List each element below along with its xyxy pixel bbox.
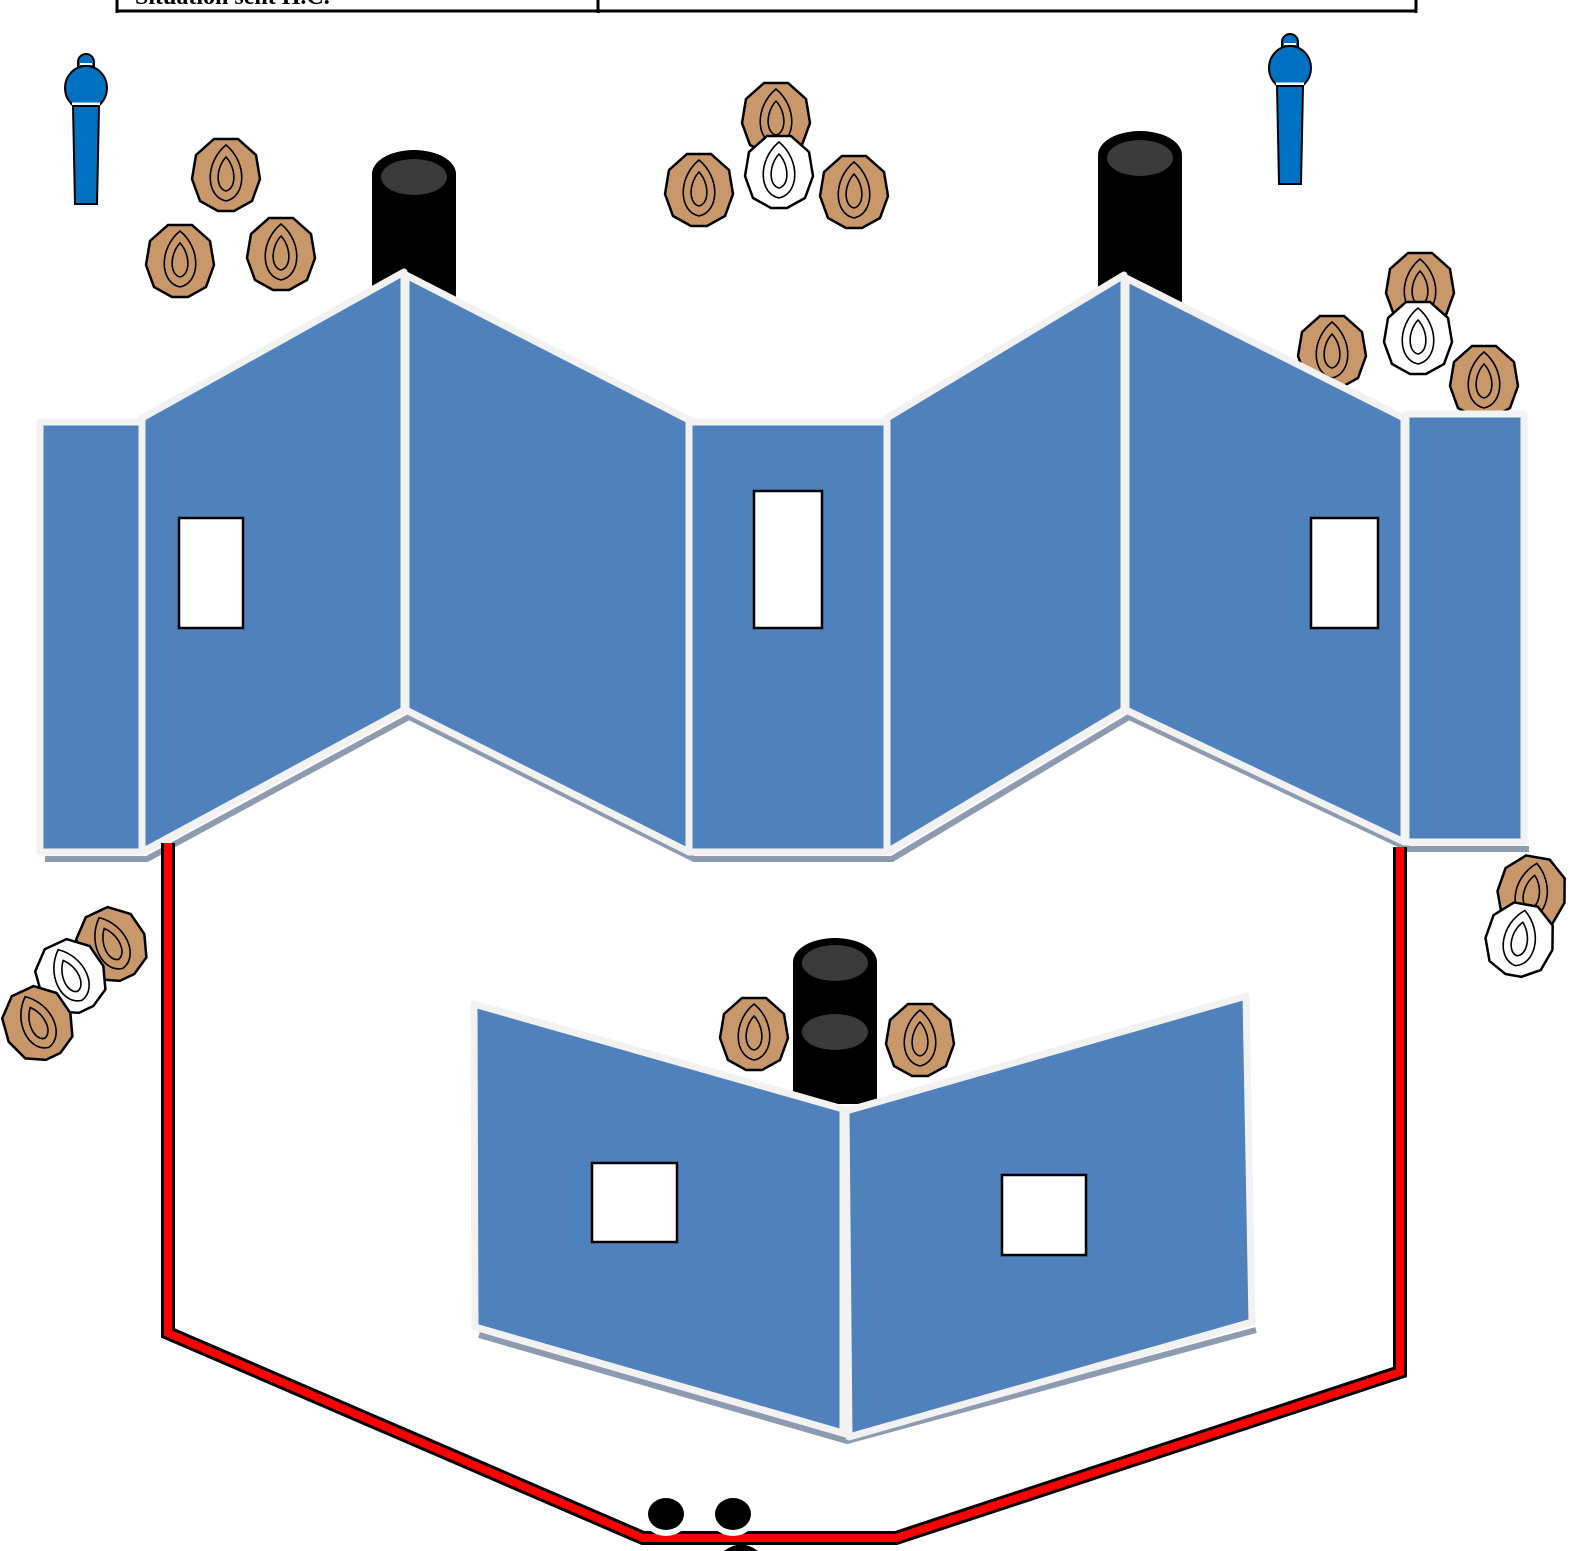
wall-panel-icon: [1402, 410, 1528, 846]
wall-panel-icon: [685, 418, 891, 856]
shoot-through-window-icon: [177, 516, 245, 630]
paper-target-icon: [245, 216, 317, 292]
paper-target-icon: [884, 1002, 956, 1078]
shoot-through-window-icon: [1309, 516, 1380, 630]
barrel-icon: [793, 938, 877, 1104]
paper-target-icon: [663, 152, 735, 228]
paper-target-icon: [1448, 344, 1520, 420]
no-shoot-target-icon: [1382, 300, 1454, 376]
wall-bay-main: [36, 268, 1529, 862]
barrel-icon: [372, 150, 456, 322]
paper-target-icon: [190, 137, 262, 213]
shoot-through-window-icon: [590, 1161, 679, 1244]
wall-panel-icon: [883, 271, 1128, 856]
paper-target-icon: [818, 154, 890, 230]
paper-target-icon: [718, 996, 790, 1072]
no-shoot-target-icon: [743, 134, 815, 210]
popper-icon: [63, 52, 109, 206]
header-cut-text: Situation sent H.C.: [135, 0, 330, 10]
start-position-icon: [642, 1492, 758, 1551]
header-table: Situation sent H.C.: [115, 0, 1418, 13]
paper-target-icon: [144, 223, 216, 299]
popper-icon: [1267, 32, 1313, 186]
fault-line-icon: [164, 843, 1404, 1542]
wall-panel-icon: [36, 418, 146, 856]
shoot-through-window-icon: [1000, 1173, 1088, 1257]
wall-bay-center: [470, 992, 1257, 1444]
wall-panel-icon: [402, 271, 693, 856]
shoot-through-window-icon: [752, 489, 824, 630]
